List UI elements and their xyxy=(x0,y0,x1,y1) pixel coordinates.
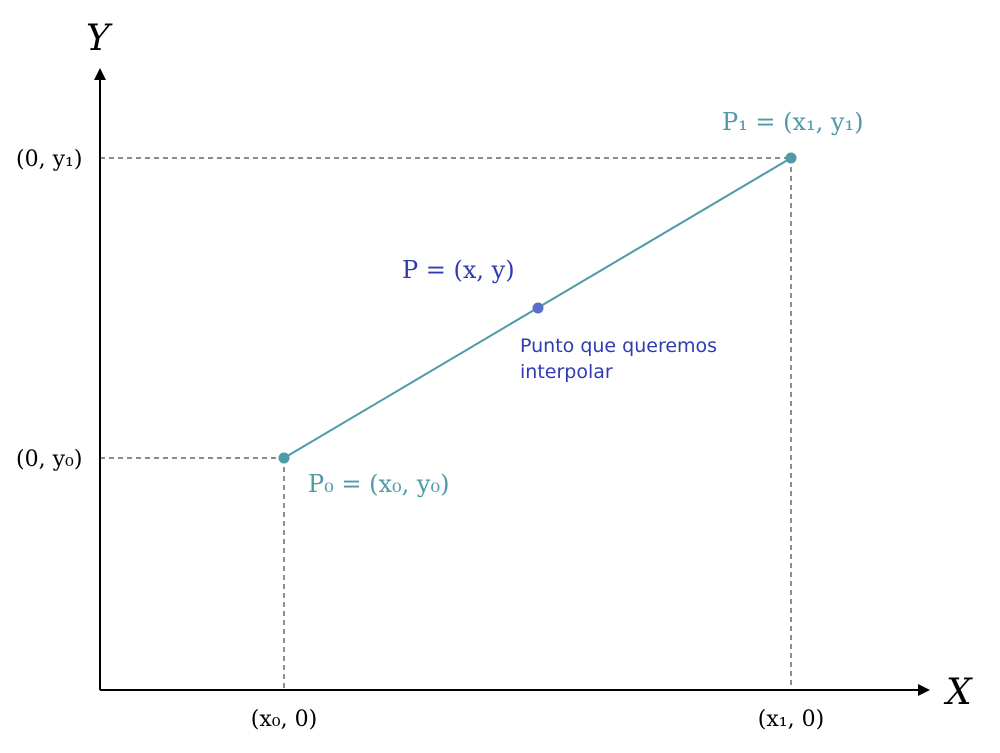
label-p1: P₁ = (x₁, y₁) xyxy=(722,108,863,136)
annotation-line-2: interpolar xyxy=(520,361,613,383)
tick-x1: (x₁, 0) xyxy=(758,707,824,732)
guide-lines xyxy=(100,157,792,690)
tick-y0: (0, y₀) xyxy=(16,447,82,472)
label-p0: P₀ = (x₀, y₀) xyxy=(308,470,449,498)
point-p1 xyxy=(785,152,797,164)
annotation-line-1: Punto que queremos xyxy=(520,335,717,357)
label-p: P = (x, y) xyxy=(402,256,515,284)
y-axis-name: Y xyxy=(86,18,113,59)
tick-x0: (x₀, 0) xyxy=(251,707,317,732)
x-axis-name: X xyxy=(943,672,973,713)
tick-y1: (0, y₁) xyxy=(16,147,82,172)
point-p xyxy=(532,302,544,314)
point-p0 xyxy=(278,452,290,464)
